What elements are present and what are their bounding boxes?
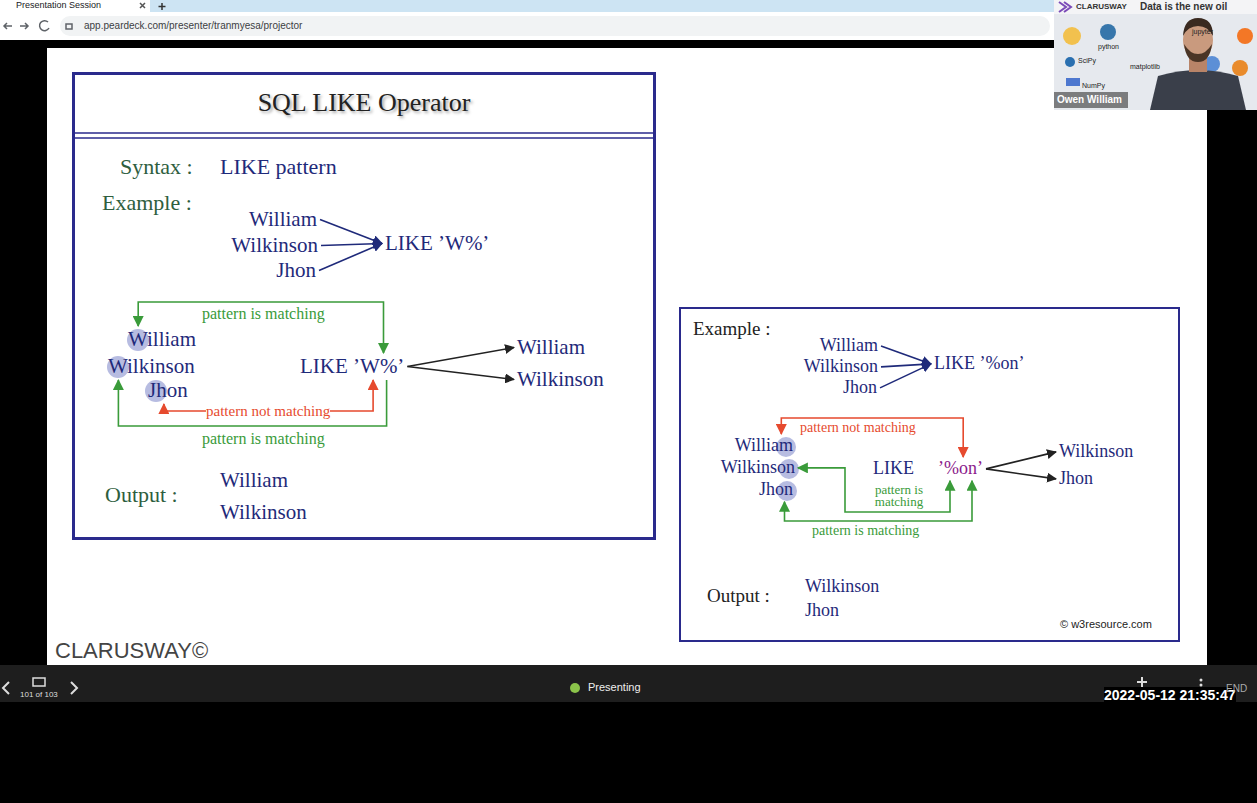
name-text-node: Jhon — [759, 480, 793, 500]
node-text: Jhon — [759, 480, 793, 500]
timestamp: 2022-05-12 21:35:47 — [1104, 687, 1236, 703]
logo-text: jupyter — [1192, 28, 1213, 36]
slide-ground — [47, 48, 1207, 665]
header-rule — [75, 137, 653, 139]
node-text: Example : — [693, 319, 1178, 340]
node-text: SQL LIKE Operator — [75, 89, 653, 118]
arrow-connector — [321, 244, 382, 246]
page-url: app.peardeck.com/presenter/tranmyesa/pro… — [84, 20, 302, 32]
arrow-connector — [881, 346, 931, 364]
node-text: Jhon — [148, 379, 188, 402]
node-text: William — [128, 328, 196, 351]
name-text-node: William — [249, 208, 317, 231]
status-dot — [570, 683, 580, 693]
frame-panel: SQL LIKE OperatorWilliamWilkinsonJhonLIK… — [72, 72, 656, 540]
edge-label: pattern not matching — [800, 420, 916, 435]
arrow-connector — [407, 348, 514, 367]
edge-label: pattern is matching — [862, 484, 936, 508]
menu-dots — [1200, 679, 1203, 687]
edge-label: pattern not matching — [206, 403, 330, 420]
node-text: Wilkinson — [231, 234, 318, 257]
arrow-connector — [319, 244, 382, 271]
node-text: Jhon — [276, 259, 316, 282]
status-text: Presenting — [588, 681, 641, 694]
node-text: William — [249, 208, 317, 231]
node-text: Wilkinson — [517, 368, 604, 391]
tab-title: Presentation Session — [16, 0, 101, 10]
arrow-connector — [785, 481, 973, 521]
name-text-node: LIKE ’W%’ — [300, 355, 404, 378]
arrow-connector — [880, 364, 931, 388]
node-text: LIKE — [873, 459, 914, 479]
brand-name: CLARUSWAY — [1076, 2, 1127, 11]
logo-text: NumPy — [1082, 82, 1105, 90]
output-value: Wilkinson — [805, 576, 879, 597]
node-text: LIKE ’W%’ — [385, 232, 489, 255]
arrow-connector — [881, 364, 931, 367]
node-text: William — [735, 436, 793, 456]
output-value: Wilkinson — [220, 500, 307, 524]
name-text-node: Jhon — [843, 378, 877, 398]
arrow-connector — [118, 380, 386, 426]
logo-text: python — [1098, 43, 1119, 51]
arrow-connector — [986, 452, 1056, 469]
arrow-connector — [798, 468, 950, 512]
name-text-node: Jhon — [276, 259, 316, 282]
name-text-node: William — [820, 336, 878, 356]
node-text: William — [820, 336, 878, 356]
name-text-node: LIKE ’%on’ — [873, 459, 983, 479]
node-text: Wilkinson — [721, 458, 795, 478]
name-text-node: Wilkinson — [517, 368, 604, 391]
slogan-text: Data is the new oil — [1140, 1, 1227, 13]
source-credit: © w3resource.com — [1060, 618, 1152, 631]
name-text-node: Jhon — [1059, 469, 1093, 489]
end-button: END — [1226, 683, 1247, 695]
logo-text: matplotlib — [1130, 63, 1160, 71]
letter-highlights — [107, 329, 799, 501]
name-text-node: William — [735, 436, 793, 456]
slide-counter: 101 of 103 — [20, 690, 58, 699]
syntax-label: Syntax : — [120, 154, 193, 179]
arrow-connector — [781, 418, 963, 457]
logo-text: SciPy — [1078, 57, 1096, 65]
node-text: William — [517, 336, 585, 359]
presenter-name: Owen William — [1057, 94, 1122, 106]
node-text: ’%on’ — [938, 459, 983, 479]
output-value: Jhon — [805, 600, 839, 621]
control-icons — [3, 677, 1147, 694]
node-text: LIKE ’%on’ — [934, 354, 1024, 374]
node-text: LIKE ’W%’ — [300, 355, 404, 378]
name-text-node: Jhon — [148, 379, 188, 402]
name-text-node: Wilkinson — [804, 357, 878, 377]
arrow-connector — [407, 367, 514, 380]
example-label: Example : — [102, 190, 192, 215]
brand-watermark: CLARUSWAY© — [55, 638, 208, 663]
node-text: Wilkinson — [1059, 442, 1133, 462]
node-text: Jhon — [843, 378, 877, 398]
name-text-node: William — [517, 336, 585, 359]
output-label: Output : — [105, 482, 178, 507]
node-text: Wilkinson — [108, 355, 195, 378]
webcam-picture — [1054, 0, 1257, 110]
name-text-node: LIKE ’W%’ — [385, 232, 489, 255]
name-text-node: Wilkinson — [721, 458, 795, 478]
name-text-node: Wilkinson — [231, 234, 318, 257]
output-label: Output : — [707, 585, 770, 607]
arrow-connector — [138, 302, 383, 353]
arrow-connector — [986, 469, 1056, 479]
edge-label: pattern is matching — [812, 523, 919, 538]
output-value: William — [220, 468, 288, 492]
name-text-node: Wilkinson — [108, 355, 195, 378]
name-text-node: LIKE ’%on’ — [934, 354, 1024, 374]
node-text: Jhon — [1059, 469, 1093, 489]
node-text: Wilkinson — [804, 357, 878, 377]
header-rule — [75, 132, 653, 134]
name-text-node: William — [128, 328, 196, 351]
syntax-text: LIKE pattern — [220, 154, 337, 179]
edge-label: pattern is matching — [202, 305, 325, 323]
arrow-connector — [320, 220, 382, 244]
name-text-node: Wilkinson — [1059, 442, 1133, 462]
edge-label: pattern is matching — [202, 430, 325, 448]
